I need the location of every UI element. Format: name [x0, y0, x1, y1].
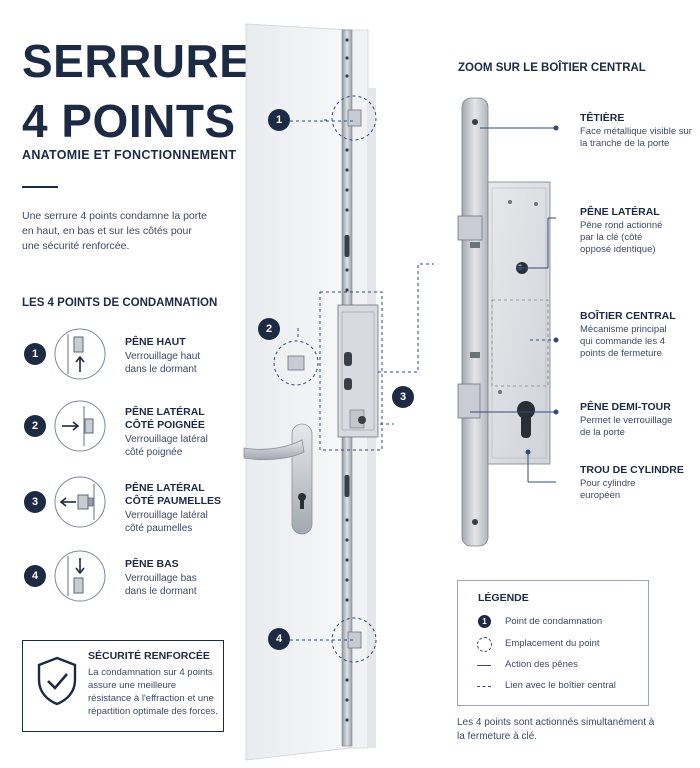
label-boitier-title: BOÎTIER CENTRAL	[580, 310, 676, 322]
legend-item-action: Action des pênes	[505, 659, 578, 670]
side-bolt-handle-icon	[54, 400, 106, 452]
point-3-badge: 3	[24, 491, 46, 513]
label-cylindre-title: TROU DE CYLINDRE	[580, 464, 684, 476]
point-1-desc: Verrouillage haut dans le dormant	[125, 351, 201, 375]
callout-4-leader	[290, 639, 354, 641]
legend-box	[457, 580, 649, 706]
legend-dashed-circle-icon	[477, 637, 492, 652]
shield-check-icon	[37, 656, 77, 706]
security-box	[22, 640, 224, 732]
legend-item-lien: Lien avec le boîtier central	[505, 680, 616, 691]
lower-bolt-icon	[54, 550, 106, 602]
point-2-title: PÊNE LATÉRAL CÔTÉ POIGNÉE	[125, 406, 205, 431]
point-2-badge: 2	[24, 415, 46, 437]
legend-point-symbol: 1	[478, 615, 491, 628]
zoom-heading: ZOOM SUR LE BOÎTIER CENTRAL	[458, 62, 646, 74]
points-heading: LES 4 POINTS DE CONDAMNATION	[22, 297, 218, 309]
point-3-title: PÊNE LATÉRAL CÔTÉ PAUMELLES	[125, 482, 222, 507]
door-callout-2: 2	[258, 318, 280, 340]
security-title: SÉCURITÉ RENFORCÉE	[88, 650, 210, 662]
legend-title: LÉGENDE	[478, 592, 529, 604]
label-tetiere-title: TÊTIÈRE	[580, 112, 625, 124]
door-illustration	[243, 23, 434, 761]
lock-case-zoom	[457, 97, 551, 547]
page-subtitle: ANATOMIE ET FONCTIONNEMENT	[22, 148, 237, 162]
point-4-title: PÊNE BAS	[125, 558, 179, 570]
label-pene-lateral-title: PÊNE LATÉRAL	[580, 206, 660, 218]
point-1-badge: 1	[24, 343, 46, 365]
point-4-desc: Verrouillage bas dans le dormant	[125, 573, 197, 597]
legend-item-point: Point de condamnation	[505, 616, 603, 627]
label-cylindre-desc: Pour cylindre européen	[580, 478, 636, 501]
intro-text: Une serrure 4 points condamne la porte e…	[22, 210, 208, 252]
title-line-2: 4 POINTS	[22, 95, 236, 147]
footnote: Les 4 points sont actionnés simultanémen…	[457, 717, 655, 742]
label-boitier-desc: Mécanisme principal qui commande les 4 p…	[580, 324, 667, 359]
label-demi-tour-desc: Permet le verrouillage de la porte	[580, 415, 673, 438]
point-3-desc: Verrouillage latéral côté paumelles	[125, 510, 208, 534]
label-pene-lateral-desc: Pêne rond actionné par la clé (côté oppo…	[580, 220, 663, 255]
label-demi-tour-title: PÊNE DEMI-TOUR	[580, 401, 671, 413]
security-text: La condamnation sur 4 points assure une …	[88, 667, 218, 717]
legend-solid-line-icon	[477, 665, 491, 666]
upper-bolt-icon	[54, 328, 106, 380]
door-callout-4: 4	[268, 628, 290, 650]
callout-1-leader	[290, 120, 354, 122]
title-line-1: SERRURE	[22, 35, 251, 87]
page-title: SERRURE 4 POINTS	[22, 38, 250, 144]
legend-item-emplacement: Emplacement du point	[505, 638, 600, 649]
label-tetiere-desc: Face métallique visible sur la tranche d…	[580, 126, 692, 149]
point-2-desc: Verrouillage latéral côté poignée	[125, 434, 208, 458]
point-4-badge: 4	[24, 565, 46, 587]
title-divider	[22, 186, 58, 188]
door-callout-3: 3	[392, 386, 414, 408]
point-1-title: PÊNE HAUT	[125, 336, 186, 348]
side-bolt-hinge-icon	[54, 476, 106, 528]
legend-dashed-line-icon	[477, 686, 491, 687]
door-callout-1: 1	[268, 109, 290, 131]
zoom-leader-lines	[470, 125, 559, 483]
